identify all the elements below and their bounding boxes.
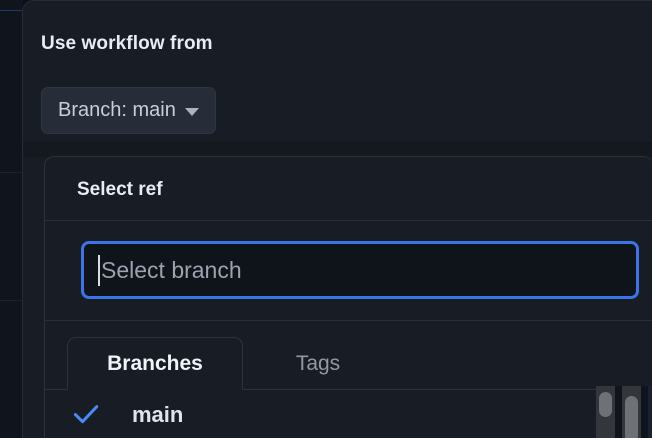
select-branch-search [81, 241, 639, 299]
tab-branches[interactable]: Branches [67, 337, 243, 390]
scrollbar-thumb[interactable] [625, 396, 638, 438]
scrollbar-gutter [615, 386, 622, 438]
dialog-gap-band [23, 141, 652, 157]
tabs-baseline [45, 389, 652, 390]
page-title: Use workflow from [41, 33, 213, 54]
scrollbar-gutter [648, 386, 652, 438]
outer-vertical-scrollbar[interactable] [622, 386, 641, 438]
select-ref-panel: Select ref Branches Tags main [44, 156, 652, 438]
backdrop-rule [0, 300, 22, 301]
run-workflow-dialog: Use workflow from Branch: main Select re… [22, 0, 652, 438]
scrollbar-thumb[interactable] [599, 392, 612, 417]
scrollbar-gutter [641, 386, 648, 438]
backdrop-rule [0, 10, 22, 11]
backdrop-rule [0, 172, 22, 173]
chevron-down-icon [184, 107, 199, 116]
page-backdrop [0, 0, 22, 438]
inner-vertical-scrollbar[interactable] [596, 386, 615, 438]
list-item[interactable]: main [45, 390, 652, 438]
branch-select-label: Branch: main [58, 99, 176, 121]
text-caret [98, 255, 100, 286]
check-icon [73, 405, 99, 424]
ref-tabs: Branches Tags [45, 337, 652, 390]
branch-select-button[interactable]: Branch: main [41, 87, 216, 134]
select-ref-title: Select ref [77, 179, 163, 200]
panel-divider [45, 320, 652, 321]
tab-tags[interactable]: Tags [295, 351, 341, 375]
list-item-label: main [132, 402, 184, 427]
search-input[interactable] [81, 241, 639, 299]
panel-divider [45, 220, 652, 221]
